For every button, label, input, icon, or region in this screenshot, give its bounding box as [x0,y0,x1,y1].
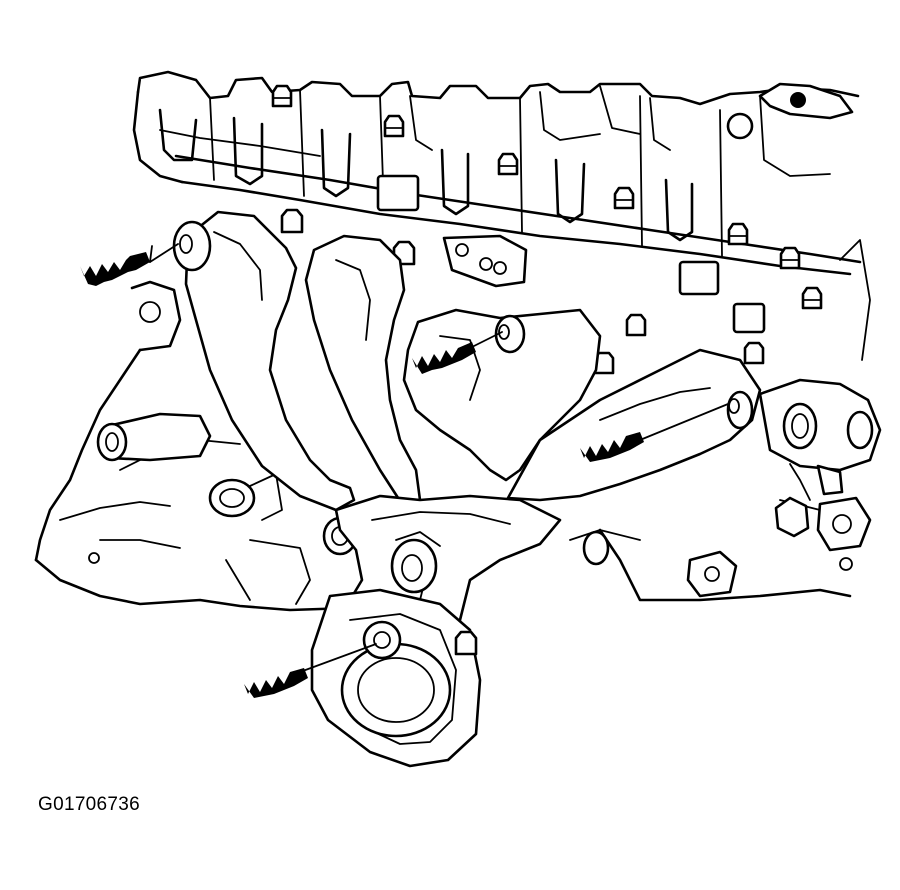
stud-2 [412,331,503,374]
engine-block [34,239,882,612]
head-bolts [271,84,823,375]
stud-1 [80,243,179,286]
exhaust-manifold [172,210,762,768]
stud-3 [580,403,729,462]
stud-4 [244,643,377,698]
manifold-studs [80,243,729,698]
cylinder-head [132,70,862,334]
figure-id-label: G01706736 [38,794,141,815]
